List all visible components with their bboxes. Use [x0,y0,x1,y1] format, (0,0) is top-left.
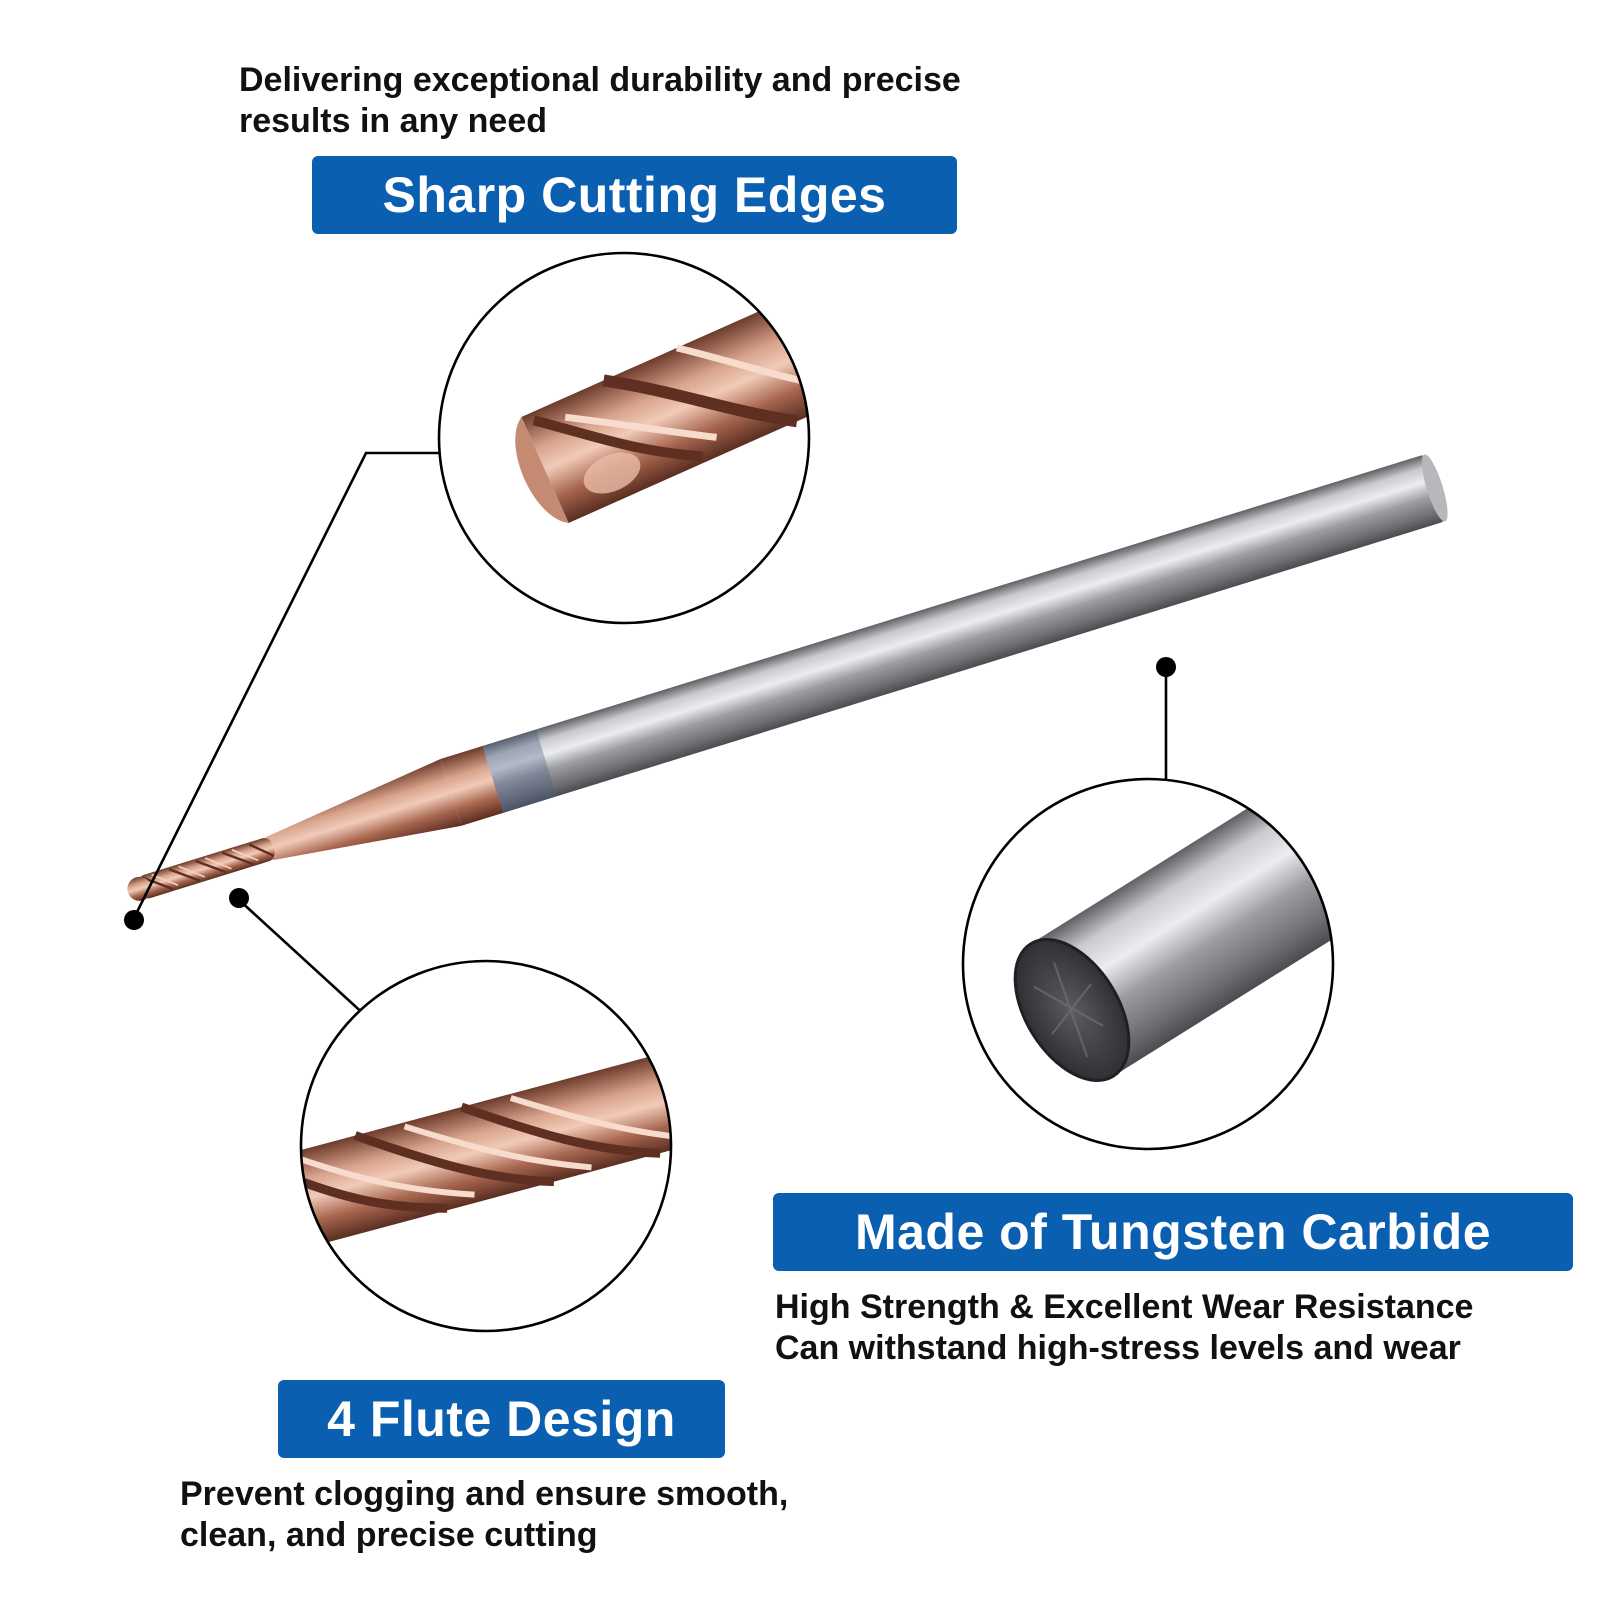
four-flute-design-banner: 4 Flute Design [278,1380,725,1458]
sharp-cutting-edges-banner: Sharp Cutting Edges [312,156,957,234]
flute-caption: Prevent clogging and ensure smooth, clea… [180,1474,788,1556]
material-caption: High Strength & Excellent Wear Resistanc… [775,1287,1473,1369]
tip-detail-circle [437,251,811,625]
durability-caption-line-2: results in any need [239,102,547,140]
durability-caption-line-1: Delivering exceptional durability and pr… [239,61,961,99]
material-caption-line-2: Can withstand high-stress levels and wea… [775,1329,1461,1367]
shank-detail-circle [961,777,1335,1151]
tungsten-carbide-banner: Made of Tungsten Carbide [773,1193,1573,1271]
durability-caption: Delivering exceptional durability and pr… [239,60,961,142]
flute-caption-line-2: clean, and precise cutting [180,1516,598,1554]
callout-lines [131,451,1168,1029]
material-caption-line-1: High Strength & Excellent Wear Resistanc… [775,1288,1474,1326]
flute-detail-circle [299,959,673,1333]
callout-dots [124,657,1176,930]
end-mill-image [127,454,1448,901]
flute-caption-line-1: Prevent clogging and ensure smooth, [180,1475,789,1513]
